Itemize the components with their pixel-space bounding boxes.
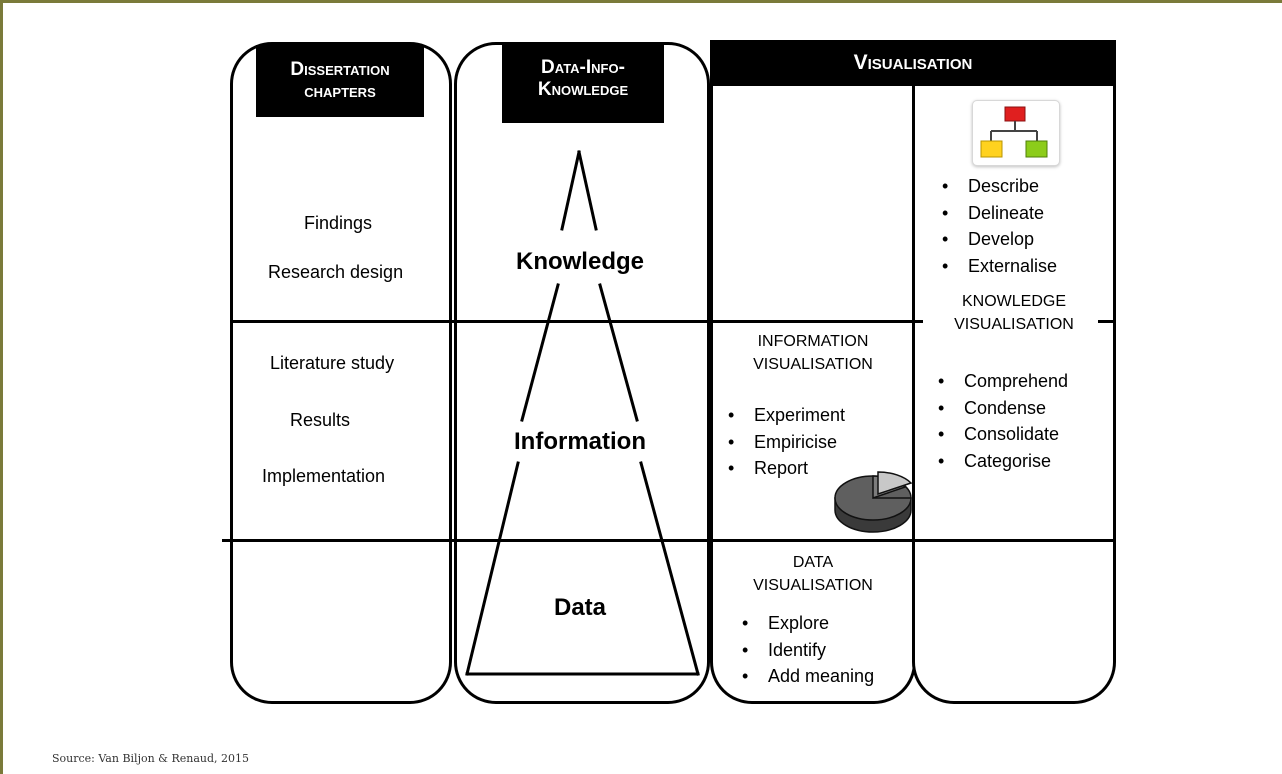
visualisation-header: Visualisation: [710, 40, 1116, 86]
caption-line1: INFORMATION: [757, 333, 869, 350]
source-caption: Source: Van Biljon & Renaud, 2015: [52, 752, 250, 765]
visualisation-header-label: Visualisation: [853, 51, 973, 74]
chapter-implementation: Implementation: [262, 466, 386, 486]
chapters-header: Dissertation chapters: [256, 45, 424, 117]
list-item: Experiment: [724, 402, 845, 429]
pie-chart-icon: [834, 471, 913, 533]
chapter-literature-study: Literature study: [270, 353, 395, 373]
data-visualisation-caption: DATA VISUALISATION: [710, 551, 916, 597]
chapters-column: [230, 42, 452, 704]
list-item: Describe: [938, 173, 1057, 200]
knowledge-bullets-bottom: Comprehend Condense Consolidate Categori…: [934, 368, 1068, 474]
data-bullets: Explore Identify Add meaning: [738, 610, 874, 690]
information-bullets: Experiment Empiricise Report: [724, 402, 845, 482]
dik-header-line2: Knowledge: [537, 78, 629, 100]
list-item: Add meaning: [738, 663, 874, 690]
list-item: Identify: [738, 637, 874, 664]
divider-upper-right: [1098, 320, 1114, 323]
caption-line1: KNOWLEDGE: [961, 293, 1066, 310]
caption-line1: DATA: [792, 554, 834, 571]
dik-header-line1: Data-Info-: [541, 57, 625, 78]
divider-upper: [230, 320, 923, 323]
level-knowledge: Knowledge: [515, 248, 644, 275]
list-item: Explore: [738, 610, 874, 637]
divider-lower: [222, 539, 1115, 542]
list-item: Report: [724, 455, 845, 482]
knowledge-visualisation-caption: KNOWLEDGE VISUALISATION: [912, 290, 1116, 336]
dik-header: Data-Info- Knowledge: [502, 45, 664, 123]
chapter-results: Results: [290, 410, 351, 430]
information-visualisation-caption: INFORMATION VISUALISATION: [710, 330, 916, 376]
chapters-header-line1: Dissertation: [290, 59, 390, 80]
chapter-findings: Findings: [304, 213, 373, 233]
list-item: Delineate: [938, 200, 1057, 227]
hierarchy-chart-icon: [972, 100, 1060, 166]
knowledge-bullets-top: Describe Delineate Develop Externalise: [938, 173, 1057, 279]
caption-line2: VISUALISATION: [753, 577, 873, 595]
list-item: Categorise: [934, 448, 1068, 475]
caption-line2: VISUALISATION: [753, 356, 873, 374]
level-data: Data: [553, 594, 607, 621]
list-item: Consolidate: [934, 421, 1068, 448]
list-item: Comprehend: [934, 368, 1068, 395]
list-item: Externalise: [938, 253, 1057, 280]
chapters-header-line2: chapters: [304, 80, 376, 102]
list-item: Develop: [938, 226, 1057, 253]
chapter-research-design: Research design: [268, 262, 404, 282]
level-information: Information: [514, 428, 646, 455]
list-item: Condense: [934, 395, 1068, 422]
list-item: Empiricise: [724, 429, 845, 456]
caption-line2: VISUALISATION: [952, 316, 1076, 334]
